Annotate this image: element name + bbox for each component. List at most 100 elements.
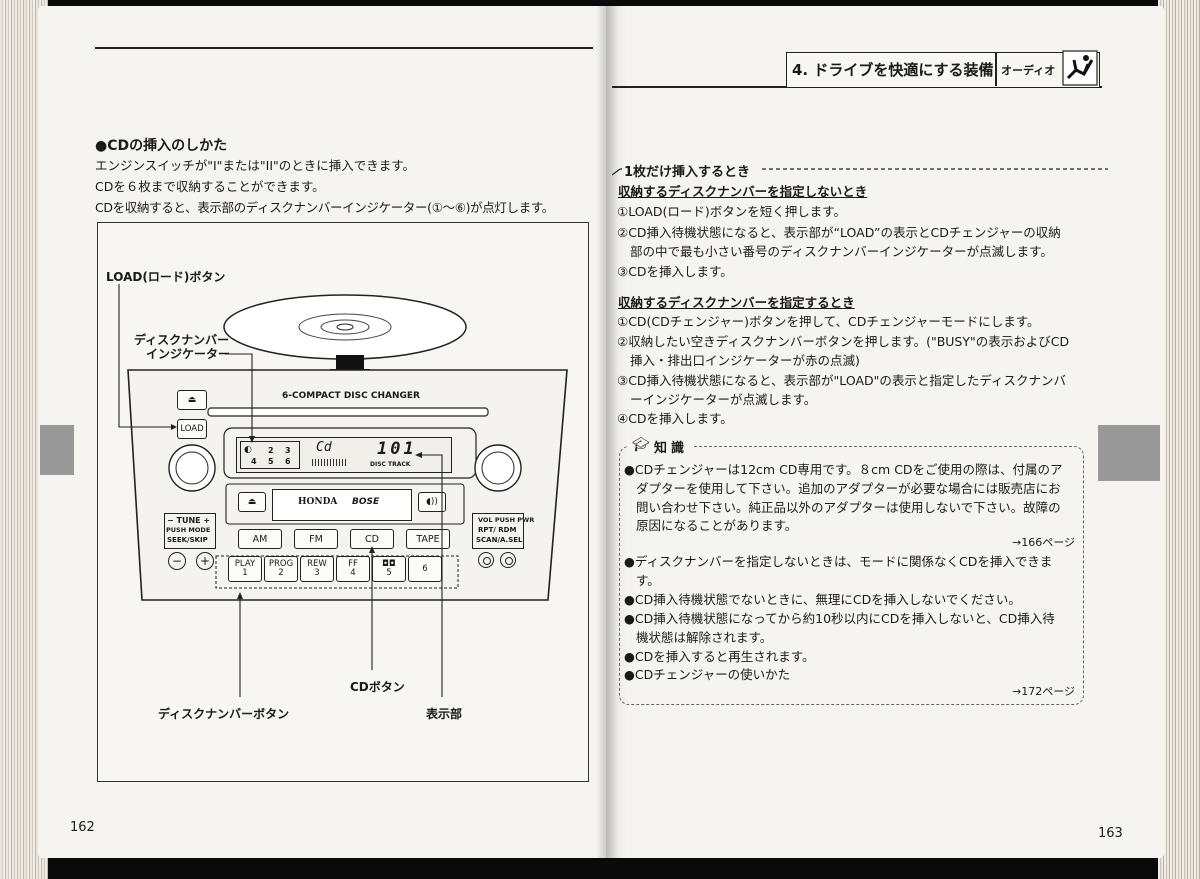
book-edge-right [1158, 0, 1200, 879]
compact-disc-illustration [223, 294, 467, 360]
sub-heading-specified: 収納するディスクナンバーを指定するとき [618, 295, 855, 310]
rpt-button[interactable] [478, 552, 494, 568]
dolby-button[interactable]: ◖)) [418, 492, 446, 512]
right-top-rule [612, 86, 1102, 88]
knowledge-ref-2[interactable]: →172ページ [1012, 685, 1075, 698]
scan-button[interactable] [500, 552, 516, 568]
fm-button[interactable]: FM [294, 529, 338, 549]
scan-label: SCAN/A.SEL [476, 536, 523, 544]
knowledge-line-2: ダプターを使用して下さい。追加のアダプターが必要な場合には販売店にお [636, 481, 1061, 496]
knowledge-box [619, 446, 1084, 705]
disc-indicator-panel [240, 441, 300, 469]
section-heading: ●CDの挿入のしかた [95, 138, 228, 154]
knowledge-line-8: ●CD挿入待機状態になってから約10秒以内にCDを挿入しないと、CD挿入待 [624, 611, 1055, 626]
right-page [606, 6, 1164, 858]
head-unit-outline [127, 369, 568, 601]
callout-leader-lines [118, 284, 443, 697]
circle-icon [483, 557, 491, 565]
step-3b-cont: ーインジケーターが点滅します。 [630, 392, 817, 407]
am-button[interactable]: AM [238, 529, 282, 549]
preset-top: PLAY [234, 559, 256, 569]
knowledge-title-bg [628, 436, 694, 456]
tune-down-button[interactable]: − [168, 552, 186, 570]
sub-heading-unspecified: 収納するディスクナンバーを指定しないとき [618, 184, 868, 199]
indicator-num-2: 2 [268, 446, 274, 455]
indicator-num-6: 6 [285, 457, 291, 466]
display-mode-text: Cd [316, 440, 332, 455]
knowledge-line-5: ●ディスクナンバーを指定しないときは、モードに関係なくCDを挿入できま [624, 554, 1053, 569]
tune-box [164, 513, 216, 549]
preset-button-5[interactable]: ◘◘ 5 [372, 556, 406, 582]
level-meter [312, 459, 346, 466]
brand-bose: BOSE [352, 497, 380, 507]
tune-label: − TUNE + [167, 516, 211, 525]
step-2b: ②収納したい空きディスクナンバーボタンを押します。("BUSY"の表示およびCD [617, 334, 1070, 349]
knowledge-line-6: す。 [636, 573, 660, 588]
disc-number-button-label: ディスクナンバーボタン [158, 707, 290, 721]
load-button-label: LOAD(ロード)ボタン [106, 270, 226, 284]
preset-button-1[interactable]: PLAY 1 [228, 556, 262, 582]
preset-button-3[interactable]: REW 3 [300, 556, 334, 582]
knowledge-title: 知識 [654, 441, 689, 456]
step-2a: ②CD挿入待機状態になると、表示部が“LOAD”の表示とCDチェンジャーの収納 [617, 225, 1061, 240]
preset-num: 3 [314, 568, 320, 578]
cd-button-label: CDボタン [350, 680, 405, 694]
tune-up-button[interactable]: + [196, 552, 214, 570]
plus-icon: + [199, 554, 211, 568]
knowledge-ref-1[interactable]: →166ページ [1012, 536, 1075, 549]
preset-button-2[interactable]: PROG 2 [264, 556, 298, 582]
display-number-text: 101 [377, 439, 417, 459]
load-button[interactable]: LOAD [177, 419, 207, 439]
knowledge-line-4: 原因になることがあります。 [636, 518, 798, 533]
intro-line-2: CDを６枚まで収納することができます。 [95, 179, 325, 194]
intro-line-1: エンジンスイッチが"I"または"II"のときに挿入できます。 [95, 158, 416, 173]
tape-door [272, 489, 412, 521]
preset-num: 4 [350, 568, 356, 578]
changer-title: 6-COMPACT DISC CHANGER [282, 391, 420, 401]
intro-line-3: CDを収納すると、表示部のディスクナンバーインジケーター(①〜⑥)が点灯します。 [95, 200, 554, 215]
circle-icon [505, 557, 513, 565]
indicator-num-5: 5 [268, 457, 274, 466]
section-dashed-rule [612, 168, 1108, 176]
left-page-number: 162 [70, 820, 95, 835]
display-sub-text: DISC TRACK [370, 461, 411, 468]
tape-eject-button[interactable]: ⏏ [238, 492, 266, 512]
step-3a: ③CDを挿入します。 [617, 264, 733, 279]
rpt-label: RPT/ RDM [478, 526, 517, 534]
header-section: オーディオ [1001, 64, 1056, 77]
indicator-num-3: 3 [285, 446, 291, 455]
graduation-cap-icon: 🎓︎ [632, 437, 650, 453]
right-thumb-tab [1098, 425, 1160, 481]
step-1a: ①LOAD(ロード)ボタンを短く押します。 [617, 204, 847, 219]
header-title: 4. ドライブを快適にする装備 [792, 61, 994, 79]
preset-top: REW [307, 559, 327, 569]
audio-hand-icon [1062, 50, 1098, 86]
vol-label: VOL PUSH PWR [478, 516, 535, 524]
step-4b: ④CDを挿入します。 [617, 411, 733, 426]
preset-button-4[interactable]: FF 4 [336, 556, 370, 582]
speaker-icon: ◖)) [426, 497, 438, 507]
tape-button[interactable]: TAPE [406, 529, 450, 549]
knowledge-line-3: 問い合わせ下さい。純正品以外のアダプターは使用しないで下さい。故障の [636, 500, 1061, 515]
header-divider [995, 52, 997, 86]
left-top-rule [95, 47, 593, 49]
step-2b-cont: 挿入・排出口インジケーターが赤の点滅) [630, 353, 860, 368]
seek-label: SEEK/SKIP [167, 536, 208, 544]
disc-indicator-label-1: ディスクナンバー [134, 333, 230, 347]
book-gutter [596, 6, 618, 858]
eject-icon: ⏏ [247, 497, 257, 507]
knowledge-line-9: 機状態は解除されます。 [636, 630, 773, 645]
disc-indicator-1-icon: ◐ [244, 445, 252, 455]
step-1b: ①CD(CDチェンジャー)ボタンを押して、CDチェンジャーモードにします。 [617, 314, 1040, 329]
rpt-box [472, 513, 524, 549]
preset-num: 1 [242, 568, 248, 578]
preset-num: 5 [386, 568, 392, 578]
knowledge-line-10: ●CDを挿入すると再生されます。 [624, 649, 815, 664]
eject-button[interactable]: ⏏ [177, 390, 207, 410]
knowledge-line-7: ●CD挿入待機状態でないときに、無理にCDを挿入しないでください。 [624, 592, 1021, 607]
knowledge-line-1: ●CDチェンジャーは12cm CD専用です。８cm CDをご使用の際は、付属のア [624, 462, 1063, 477]
right-page-number: 163 [1098, 826, 1123, 841]
brand-honda: HONDA [298, 497, 338, 507]
preset-top: PROG [268, 559, 294, 569]
step-3b: ③CD挿入待機状態になると、表示部が"LOAD"の表示と指定したディスクナンバ [617, 373, 1066, 388]
